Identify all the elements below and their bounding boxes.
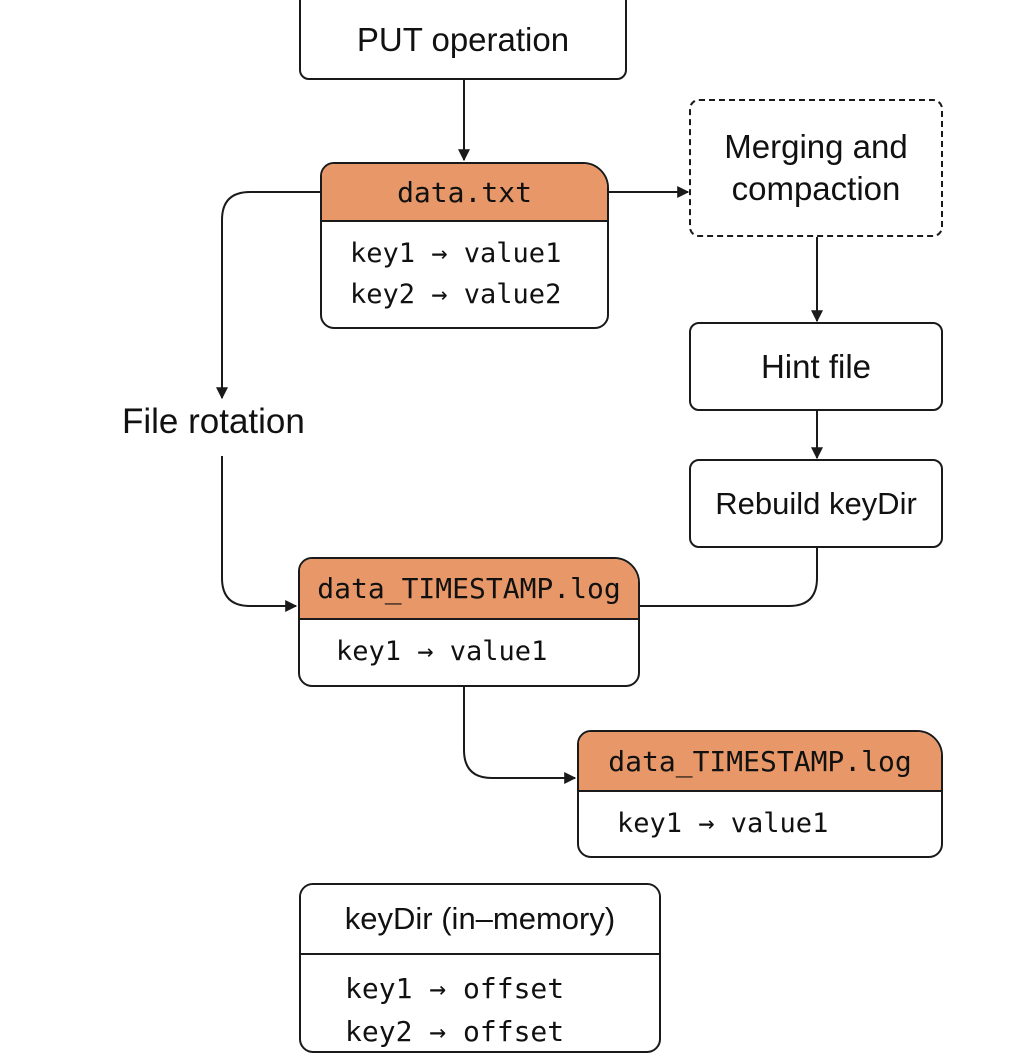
- log-file-1-entry: key1 → value1: [336, 636, 548, 668]
- merging-compaction-label-line1: Merging and: [724, 128, 908, 166]
- put-operation-label: PUT operation: [356, 21, 570, 59]
- log-file-1: data_TIMESTAMP.log key1 → value1: [298, 557, 640, 687]
- keydir-entry: key1 → offset: [345, 972, 565, 1005]
- rebuild-keydir-node: Rebuild keyDir: [689, 459, 943, 548]
- merging-compaction-node: Merging and compaction: [689, 99, 943, 237]
- log-file-2-filename: data_TIMESTAMP.log: [608, 744, 912, 778]
- connector-layer: [216, 80, 823, 784]
- log-file-2: data_TIMESTAMP.log key1 → value1: [577, 730, 943, 858]
- data-txt-entry: key1 → value1: [350, 238, 562, 269]
- connector-rebuild-to-log1: [639, 547, 818, 607]
- keydir-title: keyDir (in–memory): [344, 901, 616, 936]
- keydir-entries: key1 → offset key2 → offset: [301, 955, 659, 1051]
- arrow-log1-to-log2: [463, 687, 577, 784]
- hint-file-label: Hint file: [760, 347, 872, 385]
- data-txt-file: data.txt key1 → value1 key2 → value2: [320, 162, 609, 329]
- log-file-1-header: data_TIMESTAMP.log: [300, 559, 638, 620]
- data-txt-header: data.txt: [322, 164, 607, 222]
- data-txt-entries: key1 → value1 key2 → value2: [322, 222, 607, 327]
- put-operation-node: PUT operation: [299, 0, 627, 80]
- hint-file-node: Hint file: [689, 322, 943, 411]
- file-rotation-label: File rotation: [122, 402, 305, 441]
- merging-compaction-label-line2: compaction: [731, 170, 901, 207]
- keydir-node: keyDir (in–memory) key1 → offset key2 → …: [299, 883, 661, 1053]
- log-file-2-header: data_TIMESTAMP.log: [579, 732, 941, 792]
- log-file-2-entries: key1 → value1: [579, 792, 941, 856]
- log-file-2-entry: key1 → value1: [617, 807, 829, 839]
- log-file-1-entries: key1 → value1: [300, 620, 638, 685]
- rebuild-keydir-label: Rebuild keyDir: [715, 485, 917, 521]
- log-file-1-filename: data_TIMESTAMP.log: [317, 572, 621, 605]
- keydir-entry: key2 → offset: [345, 1015, 565, 1049]
- data-txt-filename: data.txt: [397, 175, 532, 209]
- keydir-header: keyDir (in–memory): [301, 885, 659, 955]
- arrow-rotation-to-log1: [221, 456, 298, 612]
- data-txt-entry: key2 → value2: [350, 278, 562, 310]
- arrow-data-txt-to-rotation: [216, 191, 321, 400]
